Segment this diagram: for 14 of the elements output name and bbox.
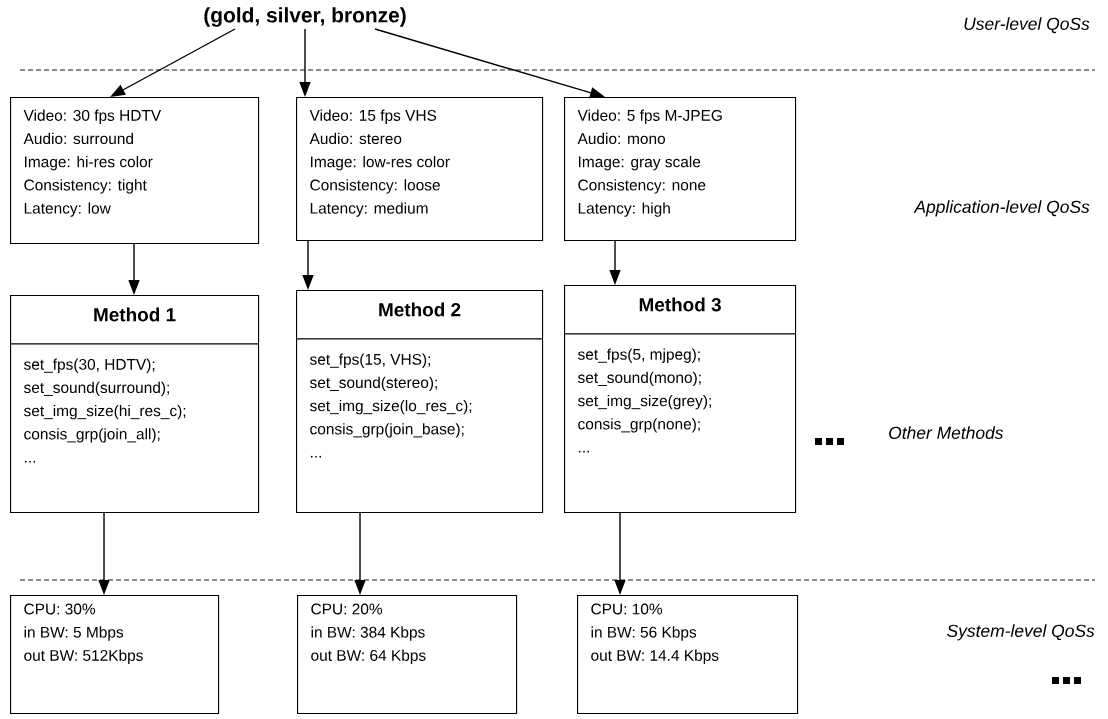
level-label: Application-level QoSs	[913, 200, 1090, 217]
method-box: Method 2 set_fps(15, VHS); set_sound(stereo); set_img_size(lo_res_c); consis_grp(join_base); ...	[296, 290, 544, 514]
level-label: User-level QoSs	[964, 17, 1090, 34]
resource-box: CPU: 10% in BW: 56 Kbps out BW: 14.4 Kbps	[577, 595, 799, 715]
level-label: System-level QoSs	[947, 624, 1095, 641]
method-box: Method 1 set_fps(30, HDTV); set_sound(surround); set_img_size(hi_res_c); consis_grp(join_all); ...	[10, 295, 260, 514]
title-text: (gold, silver, bronze)	[204, 7, 406, 27]
qos-box: Video: 30 fps HDTV Audio: surround Image: hi-res color Consistency: tight Latency: low	[10, 97, 260, 245]
resource-box: CPU: 30% in BW: 5 Mbps out BW: 512Kbps	[10, 595, 220, 715]
level-label: Other Methods	[889, 426, 1004, 439]
qos-box: Video: 5 fps M-JPEG Audio: mono Image: gray scale Consistency: none Latency: high	[564, 97, 797, 242]
qos-box: Video: 15 fps VHS Audio: stereo Image: low-res color Consistency: loose Latency: medium	[296, 97, 544, 242]
method-box: Method 3 set_fps(5, mjpeg); set_sound(mono); set_img_size(grey); consis_grp(none); ...	[564, 285, 797, 514]
resource-box: CPU: 20% in BW: 384 Kbps out BW: 64 Kbps	[297, 595, 518, 715]
